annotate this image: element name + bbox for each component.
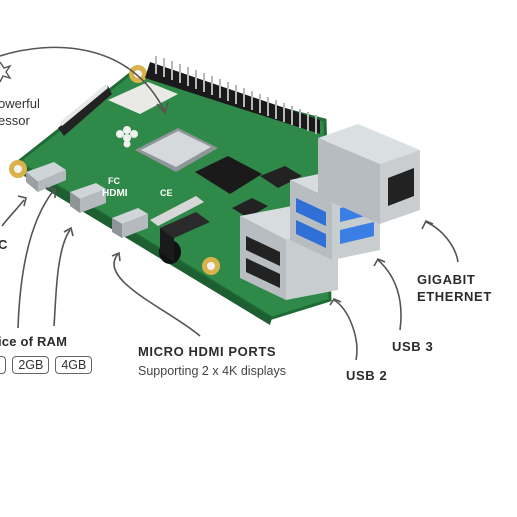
ce-mark: CE <box>160 188 173 198</box>
ethernet-port <box>318 124 420 224</box>
ram-arrow <box>17 189 55 329</box>
audio-jack <box>159 212 210 264</box>
processor-label-line1: owerful <box>0 96 40 111</box>
micro-hdmi-sub: Supporting 2 x 4K displays <box>138 364 287 378</box>
annotation-arrows <box>0 46 459 361</box>
micro-hdmi-right-arrow <box>113 253 201 337</box>
usb-controller-chip <box>260 166 302 188</box>
camera-connector <box>150 196 204 226</box>
ram-options: B 2GB 4GB <box>0 356 93 374</box>
processor-arrow <box>0 46 166 113</box>
burst-icon <box>0 61 12 83</box>
ram-chip <box>195 156 262 194</box>
fc-mark: FC <box>108 176 120 186</box>
display-connector <box>58 86 112 136</box>
raspberry-logo <box>116 126 138 148</box>
hdmi-silkscreen: HDMI <box>102 188 128 199</box>
micro-hdmi-port-2 <box>112 208 148 238</box>
processor-label-line2: essor <box>0 113 30 128</box>
ethernet-chip <box>232 198 268 218</box>
ram-option-2gb: 2GB <box>12 356 50 374</box>
wireless-module <box>108 82 178 114</box>
usb3-label: USB 3 <box>392 339 434 354</box>
ram-option-4gb: 4GB <box>55 356 93 374</box>
processor-chip <box>135 128 218 172</box>
usb-c-arrow <box>1 199 25 227</box>
micro-hdmi-port-1 <box>70 183 106 213</box>
micro-hdmi-label: MICRO HDMI PORTS <box>138 344 277 359</box>
usb3-arrow <box>377 259 402 331</box>
usb-c-port <box>26 162 66 192</box>
ram-option-1gb: B <box>0 356 7 374</box>
ram-label: ice of RAM <box>0 334 68 349</box>
usb2-arrow <box>333 299 358 361</box>
ethernet-label-line2: ETHERNET <box>417 289 492 304</box>
usb-c-label: C <box>0 237 8 252</box>
micro-hdmi-left-arrow <box>53 229 71 327</box>
ethernet-arrow <box>425 221 459 263</box>
arrowheads <box>17 101 434 306</box>
gpio-header <box>145 56 320 134</box>
usb2-label: USB 2 <box>346 368 388 383</box>
ethernet-label-line1: GIGABIT <box>417 272 476 287</box>
